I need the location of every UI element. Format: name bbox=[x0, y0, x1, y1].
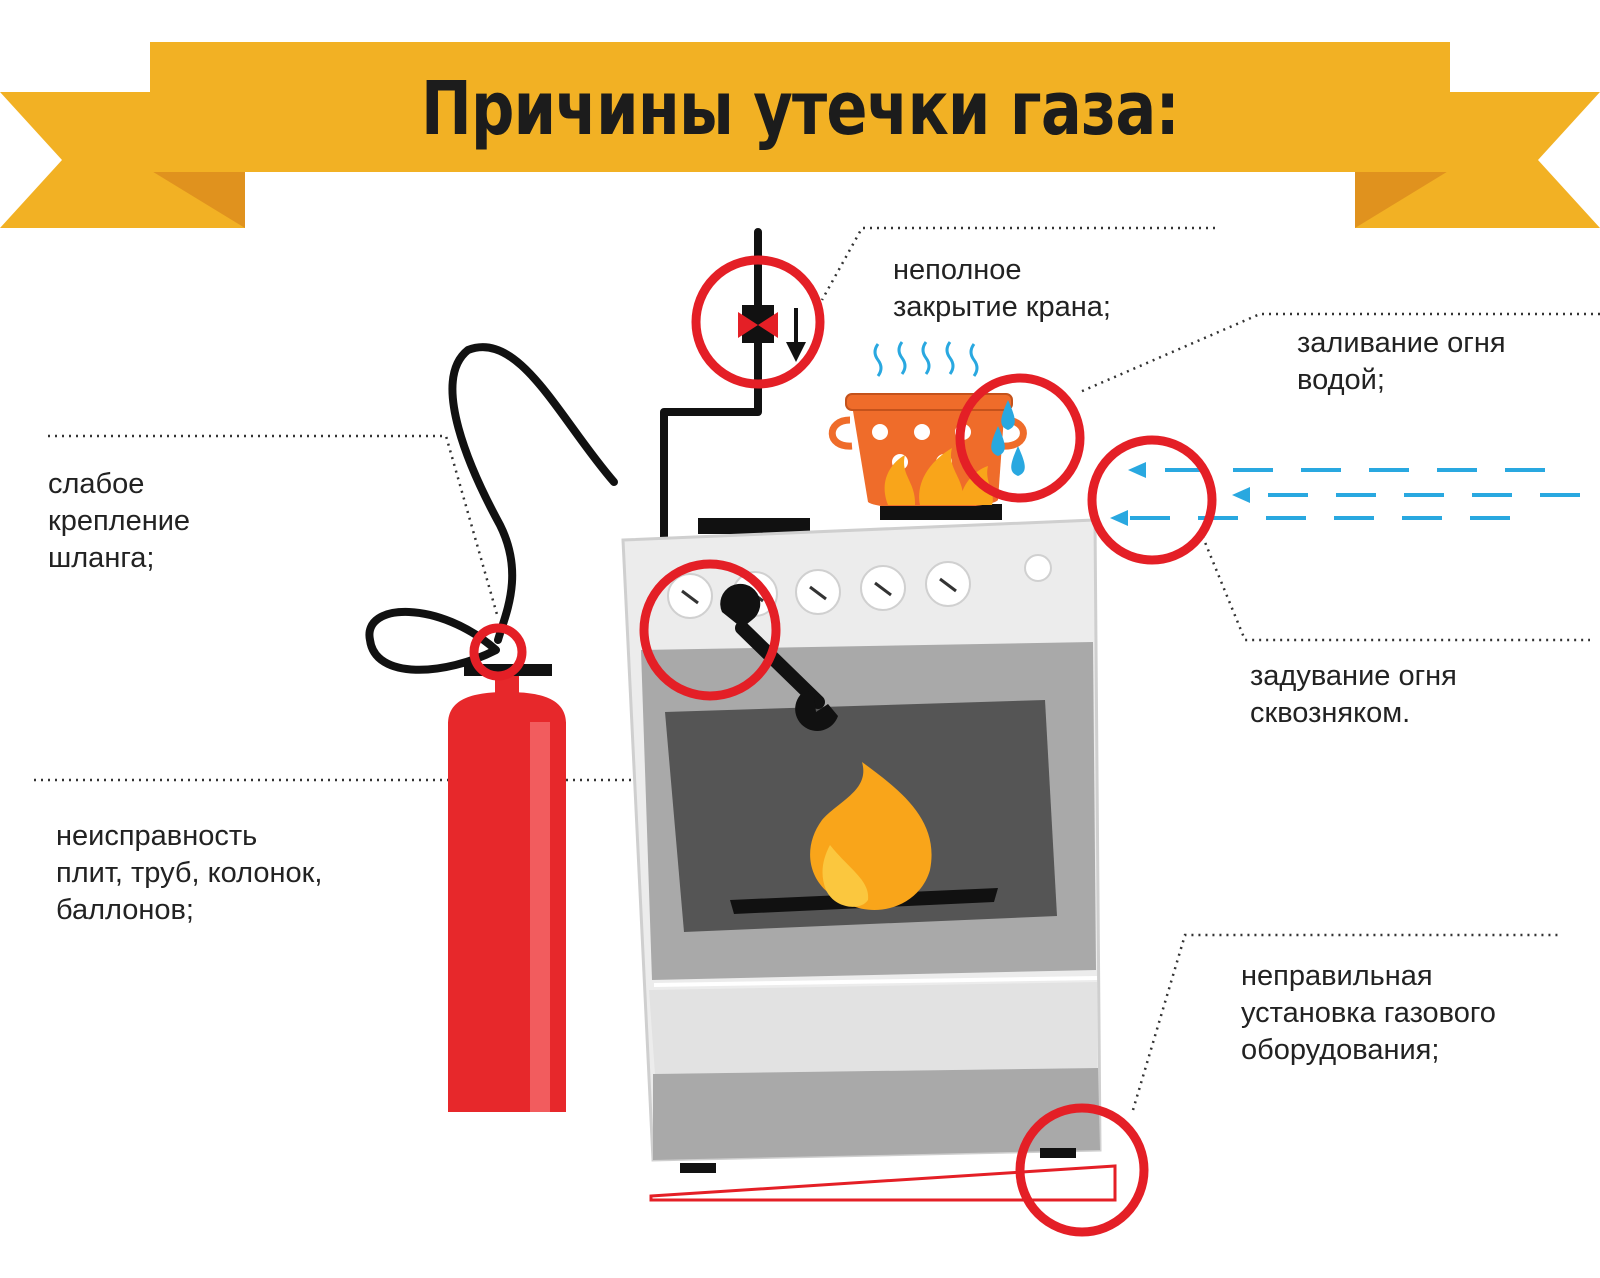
label-hose: слабое крепление шланга; bbox=[48, 468, 191, 574]
label-tap: неполное закрытие крана; bbox=[893, 254, 1111, 323]
leader-lines bbox=[34, 226, 1600, 1111]
pot-icon bbox=[828, 341, 1027, 520]
alert-circle-hose bbox=[469, 623, 527, 681]
alert-circle-tap bbox=[691, 255, 825, 389]
alert-circle-draft bbox=[1087, 435, 1217, 565]
alert-circle-fault bbox=[639, 559, 781, 701]
label-install: неправильная установка газового оборудов… bbox=[1241, 960, 1496, 1066]
label-water: заливание огня водой; bbox=[1297, 327, 1506, 396]
label-fault: неисправность плит, труб, колонок, балло… bbox=[56, 820, 323, 926]
alert-circles bbox=[469, 255, 1217, 1237]
gas-cylinder-icon bbox=[448, 664, 566, 1112]
label-draft: задувание огня сквозняком. bbox=[1250, 660, 1457, 729]
title-banner bbox=[0, 42, 1600, 228]
alert-circle-water bbox=[955, 373, 1085, 503]
wind-arrow-icon bbox=[1110, 462, 1580, 526]
flame-icon bbox=[810, 762, 932, 910]
alert-circle-install bbox=[1015, 1103, 1149, 1237]
valve-icon bbox=[738, 305, 806, 362]
wrench-icon bbox=[720, 583, 838, 731]
page-title: Причины утечки газа: bbox=[421, 66, 1180, 152]
water-drop-icon bbox=[991, 400, 1025, 476]
